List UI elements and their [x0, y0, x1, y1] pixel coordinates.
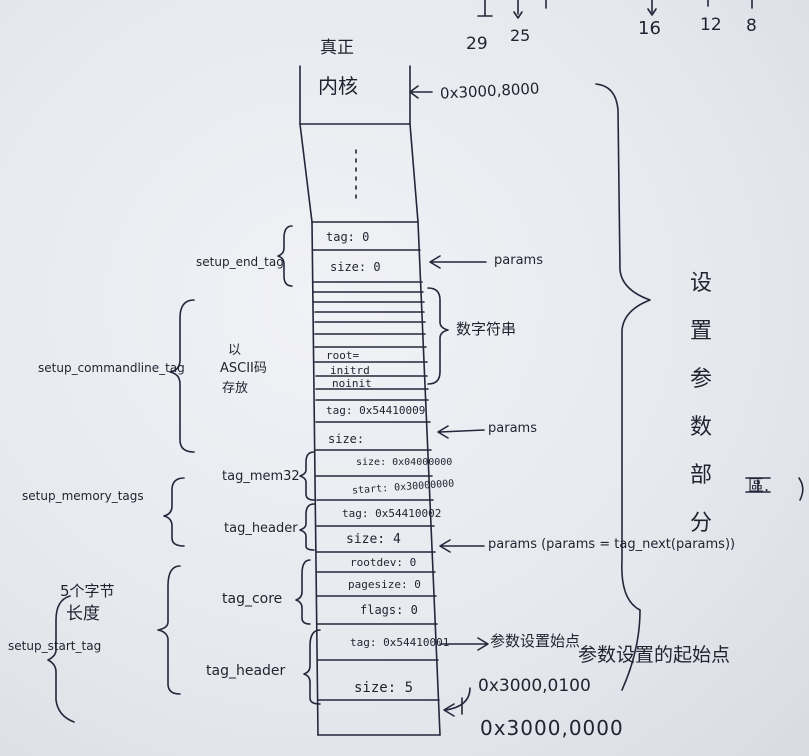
arrow-param-start-2 — [443, 687, 471, 717]
label-setting-params: 设置参数部分 — [690, 271, 719, 536]
column-right-top — [409, 123, 419, 223]
label-tag-core: tag_core — [222, 591, 283, 607]
side-mark-lines — [745, 477, 771, 493]
kernel-label-line1: 真正 — [320, 38, 354, 58]
bracket-mem32 — [299, 451, 315, 501]
arrow-param-start-1 — [439, 637, 489, 651]
top-number-29: 29 — [466, 34, 488, 54]
cell-cmd-noinit: noinit — [332, 377, 372, 390]
bracket-memory-tags — [163, 477, 185, 547]
cell-mem-tag: tag: 0x54410002 — [342, 507, 442, 520]
label-tag-header-1: tag_header — [224, 521, 298, 536]
cell-core-tag: tag: 0x54410001 — [350, 636, 450, 649]
top-number-12: 12 — [700, 15, 722, 35]
cell-mem-size: size: 0x04000000 — [356, 457, 453, 468]
brace-string — [427, 287, 449, 385]
cell-cmd-root: root= — [326, 349, 360, 362]
cell-core-size: size: 5 — [354, 680, 414, 696]
arrow-params-1 — [429, 255, 487, 269]
bracket-header-1 — [299, 503, 315, 551]
label-params-1: params — [494, 253, 543, 268]
column-left-edge — [311, 221, 319, 736]
bracket-end-tag — [277, 225, 293, 287]
label-params-3: params (params = tag_next(params)) — [488, 537, 736, 552]
label-tag-header-2: tag_header — [206, 663, 286, 679]
brace-settings — [595, 83, 651, 611]
bracket-core — [295, 559, 311, 625]
label-params-2: params — [488, 421, 537, 436]
bracket-commandline — [169, 299, 195, 453]
label-setup-memory-tags: setup_memory_tags — [22, 489, 144, 503]
cell-core-pagesize: pagesize: 0 — [348, 578, 421, 591]
label-setup-commandline-tag: setup_commandline_tag — [38, 361, 185, 375]
label-ascii-line2: ASCII码 — [220, 361, 267, 376]
address-bottom: 0x3000,0000 — [480, 716, 624, 740]
label-param-start-2: 参数设置的起始点 — [578, 644, 731, 666]
label-tag-mem32: tag_mem32 — [222, 469, 300, 484]
label-ascii-line3: 存放 — [222, 381, 249, 396]
label-ascii-line1: 以 — [228, 343, 242, 358]
label-string: 数字符串 — [456, 320, 517, 338]
column-right-edge — [417, 221, 441, 736]
bracket-outer-left — [47, 595, 75, 723]
top-number-25: 25 — [510, 26, 531, 45]
arrow-params-2 — [437, 425, 485, 439]
bracket-header-2 — [303, 629, 321, 705]
top-tick-1 — [477, 0, 493, 17]
label-five-bytes-line1: 5个字节 — [60, 582, 115, 600]
address-mid: 0x3000,0100 — [478, 676, 591, 696]
label-five-bytes-line2: 长度 — [66, 604, 100, 624]
bracket-start-tag — [157, 565, 181, 695]
kernel-label-line2: 内核 — [318, 74, 358, 98]
cell-core-rootdev: rootdev: 0 — [350, 556, 417, 569]
cell-mem-hdr-size: size: 4 — [346, 532, 401, 547]
cell-cmd-size: size: — [328, 432, 365, 446]
cell-end-size: size: 0 — [330, 260, 381, 274]
label-setup-start-tag: setup_start_tag — [8, 639, 102, 653]
top-tick-2 — [513, 0, 523, 19]
arrow-params-3 — [439, 539, 485, 553]
cell-core-flags: flags: 0 — [360, 603, 418, 617]
top-number-8: 8 — [746, 16, 757, 36]
cell-cmd-tag: tag: 0x54410009 — [326, 404, 426, 417]
top-number-16: 16 — [638, 18, 661, 39]
label-setup-end-tag: setup_end_tag — [196, 255, 284, 269]
right-edge-scribble — [798, 477, 804, 501]
label-param-start-1: 参数设置始点 — [490, 632, 581, 650]
column-left-slant — [299, 123, 313, 223]
label-side-mark: 區. — [748, 476, 770, 495]
cell-end-tag: tag: 0 — [326, 230, 370, 244]
top-tick-4 — [647, 0, 657, 16]
kernel-box — [299, 65, 411, 125]
arrow-top-address — [409, 85, 433, 99]
cell-cmd-initrd: initrd — [330, 364, 370, 377]
brace-settings-tail — [621, 609, 641, 691]
